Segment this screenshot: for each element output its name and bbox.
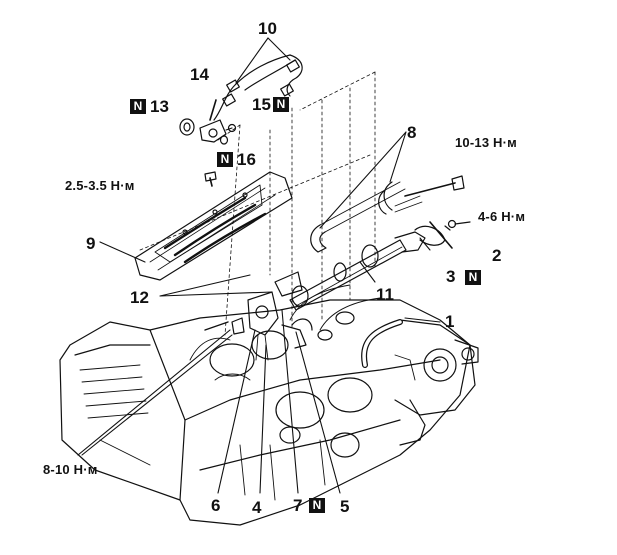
new-part-mark-16: N	[217, 152, 233, 167]
callout-14: 14	[190, 65, 209, 84]
fuel-rail	[289, 175, 471, 311]
new-part-mark-3: N	[465, 270, 481, 285]
new-part-mark-15: N	[273, 97, 289, 112]
torque-10-13: 10-13 Н·м	[455, 135, 517, 150]
new-part-mark-7: N	[309, 498, 325, 513]
callout-12: 12	[130, 288, 149, 307]
callout-11: 11	[376, 285, 394, 304]
callout-5: 5	[340, 497, 350, 516]
assembly-lines	[139, 71, 376, 336]
new-part-mark-13: N	[130, 99, 146, 114]
rocker-cover	[134, 171, 293, 281]
callout-7: 7	[293, 496, 303, 515]
callout-4: 4	[252, 498, 262, 517]
wiring-harness	[179, 54, 451, 231]
callout-6: 6	[211, 496, 221, 515]
leader-lines	[77, 37, 441, 494]
callout-16: 16	[237, 150, 256, 169]
callout-15: 15	[252, 95, 271, 114]
callout-1: 1	[445, 312, 455, 331]
callout-10: 10	[258, 19, 277, 38]
engine-block	[59, 284, 479, 526]
sensors-cluster	[204, 271, 313, 361]
callout-8: 8	[407, 123, 417, 142]
callout-2: 2	[492, 246, 502, 265]
callout-3: 3	[446, 267, 456, 286]
torque-8-10: 8-10 Н·м	[43, 462, 98, 477]
callout-9: 9	[86, 234, 96, 253]
torque-4-6: 4-6 Н·м	[478, 209, 526, 224]
callout-13: 13	[150, 97, 169, 116]
torque-2-5-3-5: 2.5-3.5 Н·м	[65, 178, 135, 193]
